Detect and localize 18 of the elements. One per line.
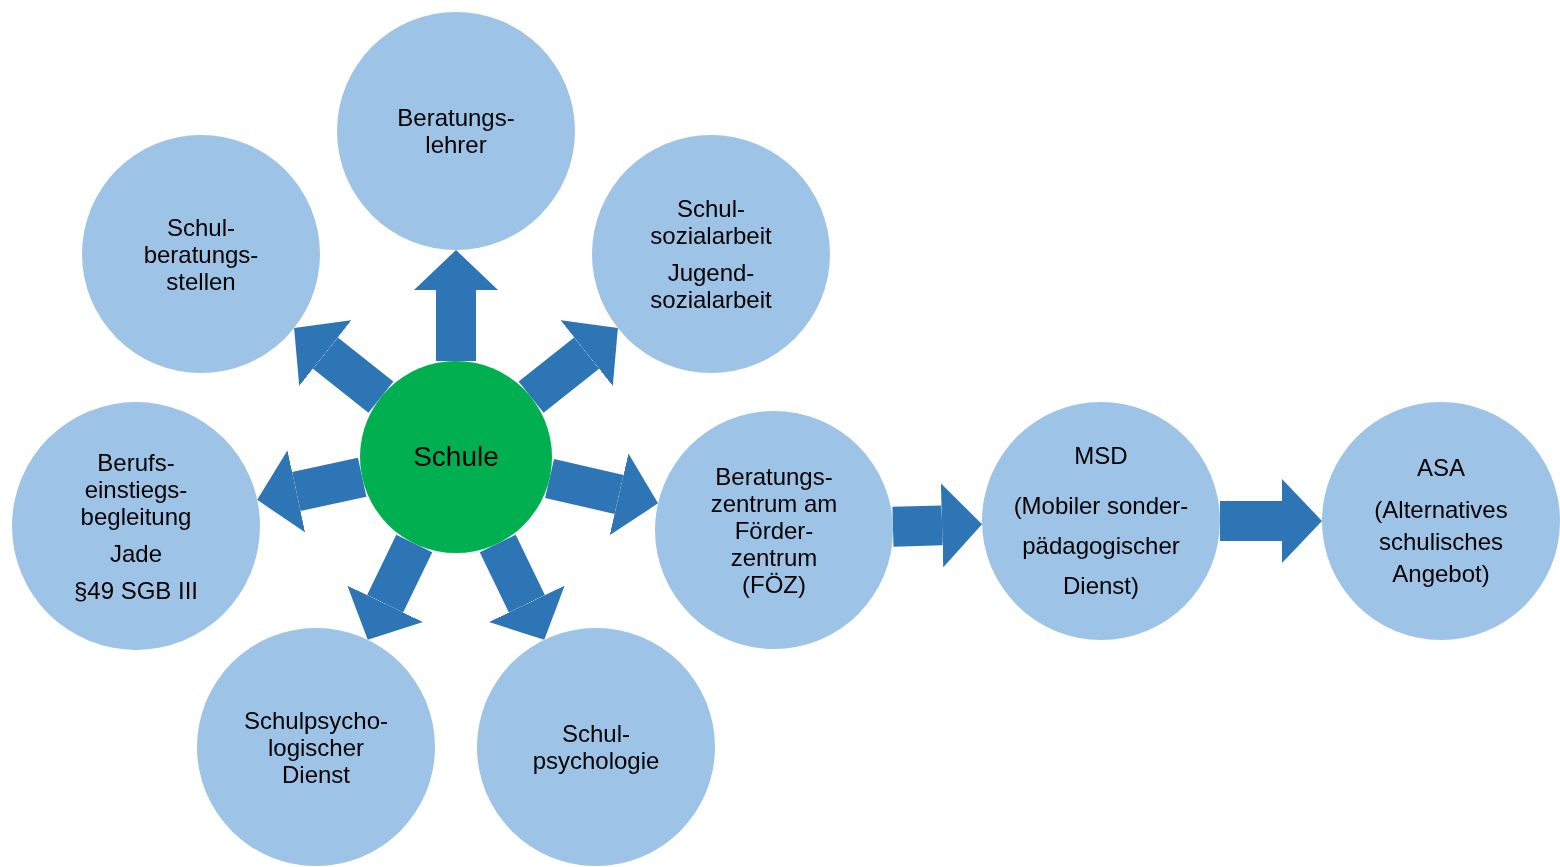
node-label: (Alternatives schulisches Angebot) [1373,495,1509,589]
node-label: Berufs- einstiegs- begleitung [79,448,193,530]
node-label: §49 SGB III [73,576,199,604]
node-label: Schul- beratungs- stellen [142,213,260,295]
node-label: Schule [413,441,499,473]
node-label: ASA [1417,453,1465,483]
node-label: Jugend- sozialarbeit [649,259,773,313]
node-label: MSD [1074,441,1128,471]
node-label: Beratungs- zentrum am Förder- zentrum (FÖZ) [709,462,839,598]
block-arrow [892,483,983,568]
node-label: Jade [109,539,162,567]
block-arrow [414,250,498,361]
node-label: Schul- psychologie [531,720,661,774]
node-label: (Mobiler sonder- pädagogischer Dienst) [1012,491,1190,601]
node-label: Schulpsycho- logischer Dienst [242,706,390,788]
block-arrow [1220,479,1322,563]
node-label: Schul- sozialarbeit [649,195,773,249]
node-label: Beratungs- lehrer [396,104,516,158]
